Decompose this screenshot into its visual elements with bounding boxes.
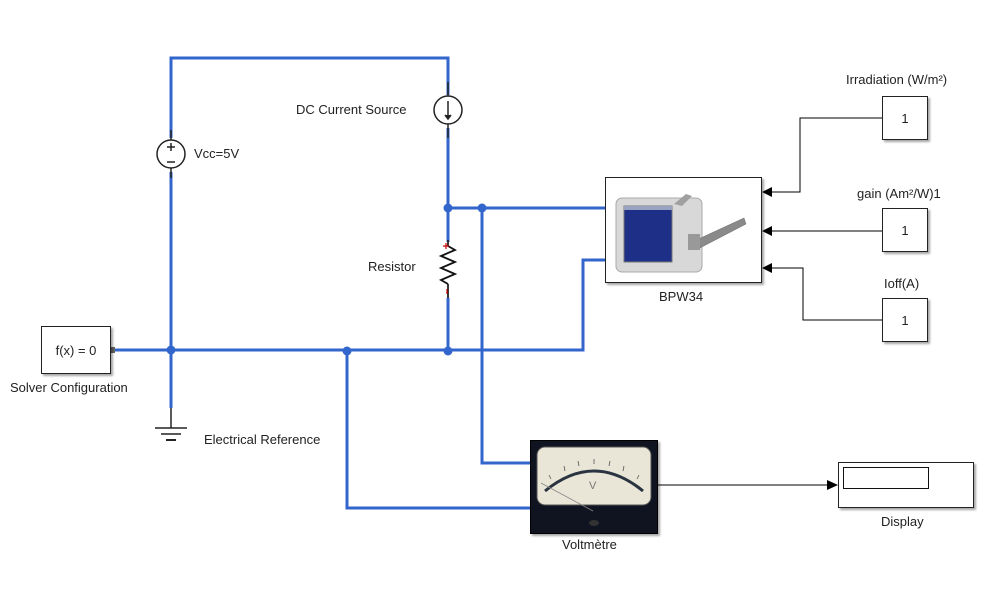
- gain-label: gain (Am²/W)1: [857, 186, 941, 201]
- vcc-label: Vcc=5V: [194, 146, 240, 161]
- bpw34-block[interactable]: [605, 177, 762, 283]
- voltmeter-label: Voltmètre: [562, 537, 617, 552]
- resistor-icon[interactable]: [438, 240, 458, 298]
- ioff-label: Ioff(A): [884, 276, 920, 291]
- solver-configuration-label: Solver Configuration: [10, 380, 128, 395]
- irradiation-constant-block[interactable]: 1: [882, 96, 928, 140]
- junction-dot: [477, 203, 487, 213]
- arrow-head-icon: [827, 480, 838, 490]
- current-source-icon[interactable]: [433, 82, 463, 138]
- ioff-constant-block[interactable]: 1: [882, 298, 928, 342]
- arrow-head-icon: [762, 263, 772, 273]
- signal-ioff[interactable]: [770, 267, 882, 321]
- physical-wires: [114, 56, 605, 510]
- wire-top-loop[interactable]: [169, 56, 450, 138]
- resistor-label: Resistor: [368, 259, 416, 274]
- display-readout: [843, 467, 929, 489]
- wire-voltmeter-minus[interactable]: [345, 350, 530, 510]
- wire-ground-bus[interactable]: [114, 258, 605, 352]
- gain-constant-block[interactable]: 1: [882, 208, 928, 252]
- junction-dot: [443, 346, 453, 356]
- junction-dot: [342, 346, 352, 356]
- irradiation-value: 1: [901, 110, 909, 126]
- arrow-head-icon: [762, 226, 772, 236]
- ioff-value: 1: [901, 312, 909, 328]
- solver-block-text: f(x) = 0: [55, 342, 97, 358]
- display-label: Display: [881, 514, 924, 529]
- junction-dot: [166, 345, 176, 355]
- voltmeter-block[interactable]: V: [530, 440, 658, 534]
- irradiation-label: Irradiation (W/m²): [846, 72, 948, 87]
- arrow-head-icon: [762, 187, 772, 197]
- voltmeter-gauge-icon: V: [536, 446, 652, 526]
- display-block[interactable]: [838, 462, 974, 508]
- ground-icon[interactable]: [155, 408, 187, 441]
- signal-arrows: [762, 187, 838, 490]
- current-source-label: DC Current Source: [296, 102, 407, 117]
- signal-irradiation[interactable]: [770, 117, 882, 193]
- photodiode-image-icon: [615, 194, 747, 273]
- gain-value: 1: [901, 222, 909, 238]
- voltage-source-icon[interactable]: [156, 130, 186, 178]
- resistor-polarity: [443, 243, 449, 294]
- electrical-reference-label: Electrical Reference: [204, 432, 321, 447]
- solver-port: [111, 347, 115, 353]
- svg-text:V: V: [589, 480, 597, 492]
- wire-voltmeter-plus[interactable]: [480, 208, 530, 465]
- bpw34-label: BPW34: [659, 289, 704, 304]
- junctions: [166, 203, 487, 356]
- signal-lines: [658, 117, 882, 486]
- junction-dot: [443, 203, 453, 213]
- solver-configuration-block[interactable]: f(x) = 0: [41, 326, 111, 374]
